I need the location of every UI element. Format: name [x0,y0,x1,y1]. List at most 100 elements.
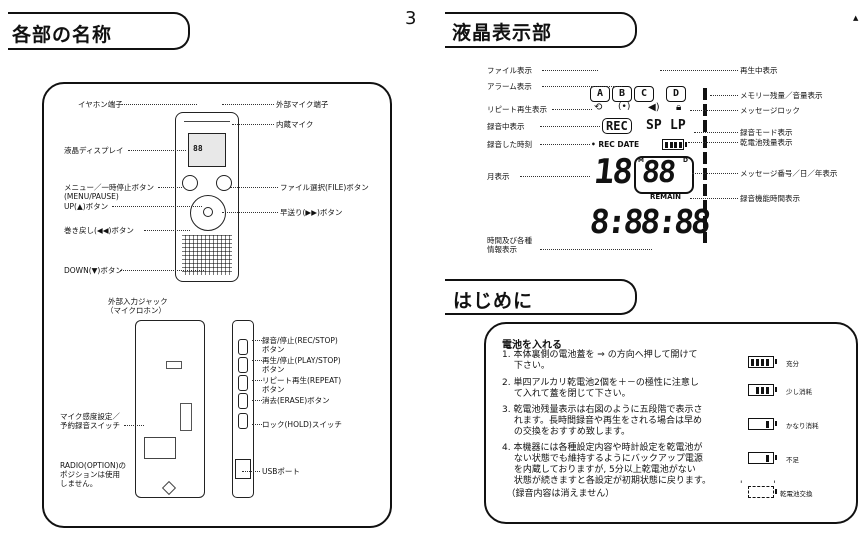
leader [694,132,738,133]
repeat-icon: ⟲ [594,102,603,113]
battery-step-line: 2. 単四アルカリ乾電池2個を＋－の極性に注意し [502,378,699,388]
m-mark: M [638,157,644,164]
leader [124,425,144,426]
label-display: 液晶ディスプレイ [64,146,124,155]
file-key [216,175,232,191]
blink-marks: ' ' [740,480,790,490]
device-front: 88 [175,112,239,282]
label-ff: 早送り(▶▶)ボタン [280,208,343,217]
remain-indicator: REMAIN [650,193,682,201]
label-file: ファイル選択(FILE)ボタン [280,183,369,192]
battery-level-label: 充分 [786,360,799,368]
d-mark: D [683,157,688,164]
leader [252,400,262,401]
file-d: D [666,86,686,102]
lcd-label-time-info-2: 情報表示 [487,245,517,254]
label-rec-stop: 録音/停止(REC/STOP) [262,336,338,345]
leader [230,187,278,188]
leader [520,176,590,177]
leader [660,70,738,71]
leader [710,95,738,96]
label-ext-input-sub: （マイクロホン） [106,306,166,315]
device-side [232,320,254,498]
battery-step-line: ない状態でも維持するようにバックアップ電源 [502,454,703,464]
battery-step-line: て入れて蓋を閉じて下さい。 [502,389,631,399]
leader [542,86,622,87]
device-screen: 88 [188,133,226,167]
battery-level-label: 不足 [786,456,799,464]
battery-step-line: の交換をおすすめ致します。 [502,427,630,437]
device-back [135,320,205,498]
lcd-label-file: ファイル表示 [487,66,532,75]
label-radio-3: しません。 [60,479,98,488]
leader [540,249,652,250]
msg-digits: 88 [640,155,676,190]
leader [690,110,738,111]
lcd-label-alarm: アラーム表示 [487,82,532,91]
leader [112,206,202,207]
lcd-label-rec-time: 録音した時刻 [487,140,532,149]
lcd-section-title: 液晶表示部 [452,22,553,44]
lcd-title-frame [445,12,637,48]
lcd-label-battery: 乾電池残量表示 [740,138,793,147]
file-b: B [612,86,632,102]
label-radio-2: ポジションは使用 [60,470,120,479]
leader [692,173,738,174]
month-digits: 18 [591,152,634,192]
lp-indicator: LP [670,118,686,133]
battery-step-line: れます。長時間録音や再生をされる場合は早め [502,416,702,426]
leader [540,144,590,145]
lock-icon: 🔒︎ [676,102,682,113]
mic-sens-switch [144,437,176,459]
label-mic-sens: マイク感度設定／ [60,412,120,421]
leader [688,142,738,143]
label-down: DOWN(▼)ボタン [64,266,123,275]
file-c: C [634,86,654,102]
label-erase: 消去(ERASE)ボタン [262,396,330,405]
rec-date-indicator: • REC DATE [591,140,640,149]
battery-level-empty-icon [748,452,777,464]
label-menu: メニュー／一時停止ボタン [64,183,154,192]
sp-indicator: SP [646,118,662,133]
battery-panel [484,322,858,524]
battery-step-line: を内蔵しておりますが, 5分以上乾電池がない [502,465,696,475]
dpad [190,195,226,231]
label-earphone: イヤホン端子 [78,100,123,109]
label-repeat-2: ボタン [262,385,285,394]
battery-level-label: 乾電池交換 [780,490,813,498]
alarm-icon: (•) [618,102,631,112]
battery-level-some-icon [748,384,777,396]
intro-section-title: はじめに [453,290,534,312]
time-digits: 8:88:88 [587,202,711,241]
lcd-label-remain-time: 録音機能時間表示 [740,194,800,203]
battery-step-line: （録音内容は消えません） [502,489,615,499]
lcd-label-playing: 再生中表示 [740,66,778,75]
battery-step-line: 4. 本機器には各種設定内容や時計設定を乾電池が [502,443,703,453]
label-play-stop: 再生/停止(PLAY/STOP) [262,356,341,365]
lcd-label-memory: メモリー残量／音量表示 [740,91,823,100]
label-mic-sens-2: 予約録音スイッチ [60,421,120,430]
parts-title-frame [8,12,190,50]
lcd-label-repeat: リピート再生表示 [487,105,547,114]
leader [542,70,598,71]
label-ext-mic: 外部マイク端子 [276,100,329,109]
file-a: A [590,86,610,102]
label-play-stop-2: ボタン [262,365,285,374]
leader [144,230,190,231]
battery-level-label: かなり消耗 [786,422,819,430]
leader [540,126,600,127]
lcd-label-msg-no: メッセージ番号／日／年表示 [740,169,838,178]
leader [222,104,274,105]
label-menu-sub: (MENU/PAUSE) [64,192,119,201]
battery-level-low-icon [748,418,777,430]
leader [232,124,274,125]
battery-level-replace-icon [748,486,777,498]
leader [222,212,278,213]
corner-mark: ▲ [853,14,859,22]
leader [242,471,260,472]
lcd-label-msg-lock: メッセージロック [740,106,800,115]
menu-pause-key [182,175,198,191]
label-ext-input: 外部入力ジャック [108,297,168,306]
label-usb: USBポート [262,467,300,476]
battery-level-label: 少し消耗 [786,388,812,396]
